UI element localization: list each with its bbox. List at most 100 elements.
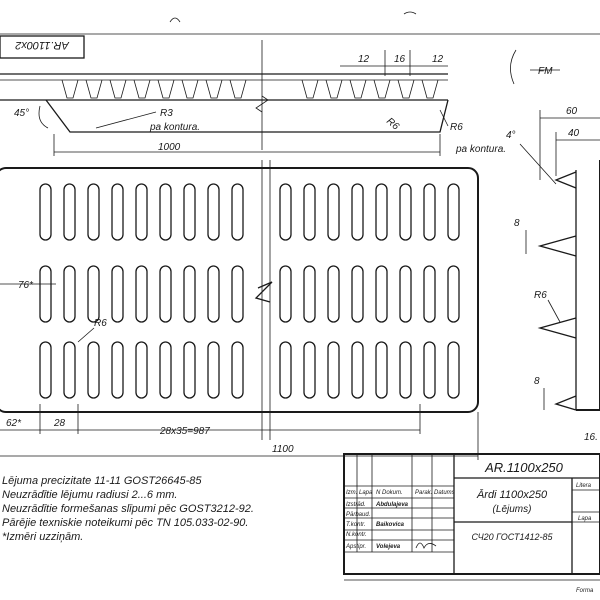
grate-slot: [375, 183, 388, 241]
tb-name-1: Abdulajeva: [375, 502, 409, 508]
side-tooth: [109, 79, 127, 99]
grate-slot: [87, 183, 100, 241]
grate-slot: [279, 183, 292, 241]
grate-slot: [183, 341, 196, 399]
section-fin-2: [537, 235, 577, 257]
grate-slot: [447, 183, 460, 241]
side-tooth: [157, 79, 175, 99]
grate-slot: [39, 341, 52, 399]
grate-slot: [447, 341, 460, 399]
rotated-code-text: AR.1100x2: [15, 39, 70, 51]
grate-slot: [327, 341, 340, 399]
side-tooth: [133, 79, 151, 99]
grate-slot: [351, 265, 364, 323]
dim-slots: 28x35=987: [159, 426, 210, 437]
tb-lapa: Lapa: [578, 516, 592, 522]
grate-slot: [111, 265, 124, 323]
section-fin-4: [554, 395, 577, 411]
dim-62: 62*: [6, 418, 22, 429]
grate-slot: [447, 265, 460, 323]
tb-role-tkontr: T.kontr.: [346, 522, 366, 528]
grate-slot: [399, 183, 412, 241]
leader-r6-section: [547, 299, 561, 323]
plan-outline: [0, 167, 479, 413]
grate-slot: [159, 265, 172, 323]
side-tooth: [397, 79, 415, 99]
grate-slot: [351, 341, 364, 399]
tb-header-parak: Parak.: [415, 490, 432, 496]
grate-slot: [63, 341, 76, 399]
grate-slot: [39, 265, 52, 323]
tb-role-parbaud: Pārbaud.: [346, 512, 370, 518]
title-block: AR.1100x250 Ārdi 1100x250 (Lējums) СЧ20 …: [343, 453, 600, 594]
label-fm: FM: [538, 66, 553, 77]
side-tooth: [85, 79, 103, 99]
dim-16-partial: 16.: [584, 432, 598, 443]
note-line-2: Neuzrādītie lējumu radiusi 2...6 mm.: [2, 489, 177, 501]
note-line-5: *Izmēri uzziņām.: [2, 531, 83, 543]
arc-mark-2: [403, 11, 417, 15]
dim-8-top: 8: [514, 218, 520, 229]
grate-slot: [63, 265, 76, 323]
grate-slot: [399, 341, 412, 399]
dim-60: 60: [566, 106, 578, 117]
note-line-4: Pārējie texniskie noteikumi pēc TN 105.0…: [2, 517, 248, 529]
grate-slot: [231, 183, 244, 241]
grate-slot: [423, 341, 436, 399]
grate-slot: [327, 183, 340, 241]
section-view: FM 60 40 4° pa kontura. 8 R6 8 16.: [455, 49, 600, 443]
signature-mark: [415, 542, 437, 549]
tb-header-dokum: N Dokum.: [376, 490, 403, 496]
arc-mark: [169, 17, 181, 23]
dim-40: 40: [568, 128, 580, 139]
grate-slot: [159, 183, 172, 241]
side-tooth: [325, 79, 343, 99]
tb-role-nkontr: N.kontr.: [346, 532, 367, 538]
note-pa-kontura-1: pa kontura.: [149, 122, 200, 133]
grate-slot: [303, 341, 316, 399]
technical-notes: Lējuma precizitate 11-11 GOST26645-85 Ne…: [2, 475, 254, 543]
grate-slot: [159, 341, 172, 399]
arrow-fm: [510, 49, 517, 85]
side-break-zigzag: [255, 95, 269, 113]
dim-1000: 1000: [158, 142, 181, 153]
dim-r6-section: R6: [534, 290, 547, 301]
tb-material: СЧ20 ГОСТ1412-85: [472, 532, 554, 542]
dim-angle-4: 4°: [506, 130, 516, 141]
tb-header-lapa: Lapa: [359, 490, 373, 496]
side-tooth: [373, 79, 391, 99]
side-teeth: [61, 79, 439, 99]
note-pa-kontura-2: pa kontura.: [455, 144, 506, 155]
leader-r6-plan: [77, 327, 95, 343]
leader-r3: [95, 111, 157, 129]
grate-slot: [423, 265, 436, 323]
dim-r6-right: R6: [450, 122, 463, 133]
leader-r6-right: [439, 109, 449, 127]
tb-format: Forma: [576, 588, 594, 594]
grate-slot: [231, 341, 244, 399]
side-tooth: [301, 79, 319, 99]
dim-28: 28: [53, 418, 66, 429]
note-line-3: Neuzrādītie formešanas slīpumi pēc GOST3…: [2, 503, 254, 515]
section-fin-1: [554, 171, 577, 189]
angle-arc-45: [38, 105, 49, 129]
side-tooth: [205, 79, 223, 99]
grate-slot: [135, 183, 148, 241]
grate-slot: [183, 265, 196, 323]
note-line-1: Lējuma precizitate 11-11 GOST26645-85: [2, 475, 202, 487]
dim-r6-top: R6: [384, 116, 401, 133]
grate-slot: [375, 265, 388, 323]
title-block-frame: [343, 453, 600, 575]
side-tooth: [349, 79, 367, 99]
dim-76: 76*: [18, 280, 34, 291]
grate-slot: [207, 183, 220, 241]
rotated-code-stamp: AR.1100x2: [0, 35, 85, 59]
grate-slot: [279, 265, 292, 323]
tb-role-izstrad: Izstrād.: [346, 502, 366, 508]
grate-slot: [399, 265, 412, 323]
side-tooth: [61, 79, 79, 99]
grate-slot: [39, 183, 52, 241]
grate-slot: [135, 341, 148, 399]
